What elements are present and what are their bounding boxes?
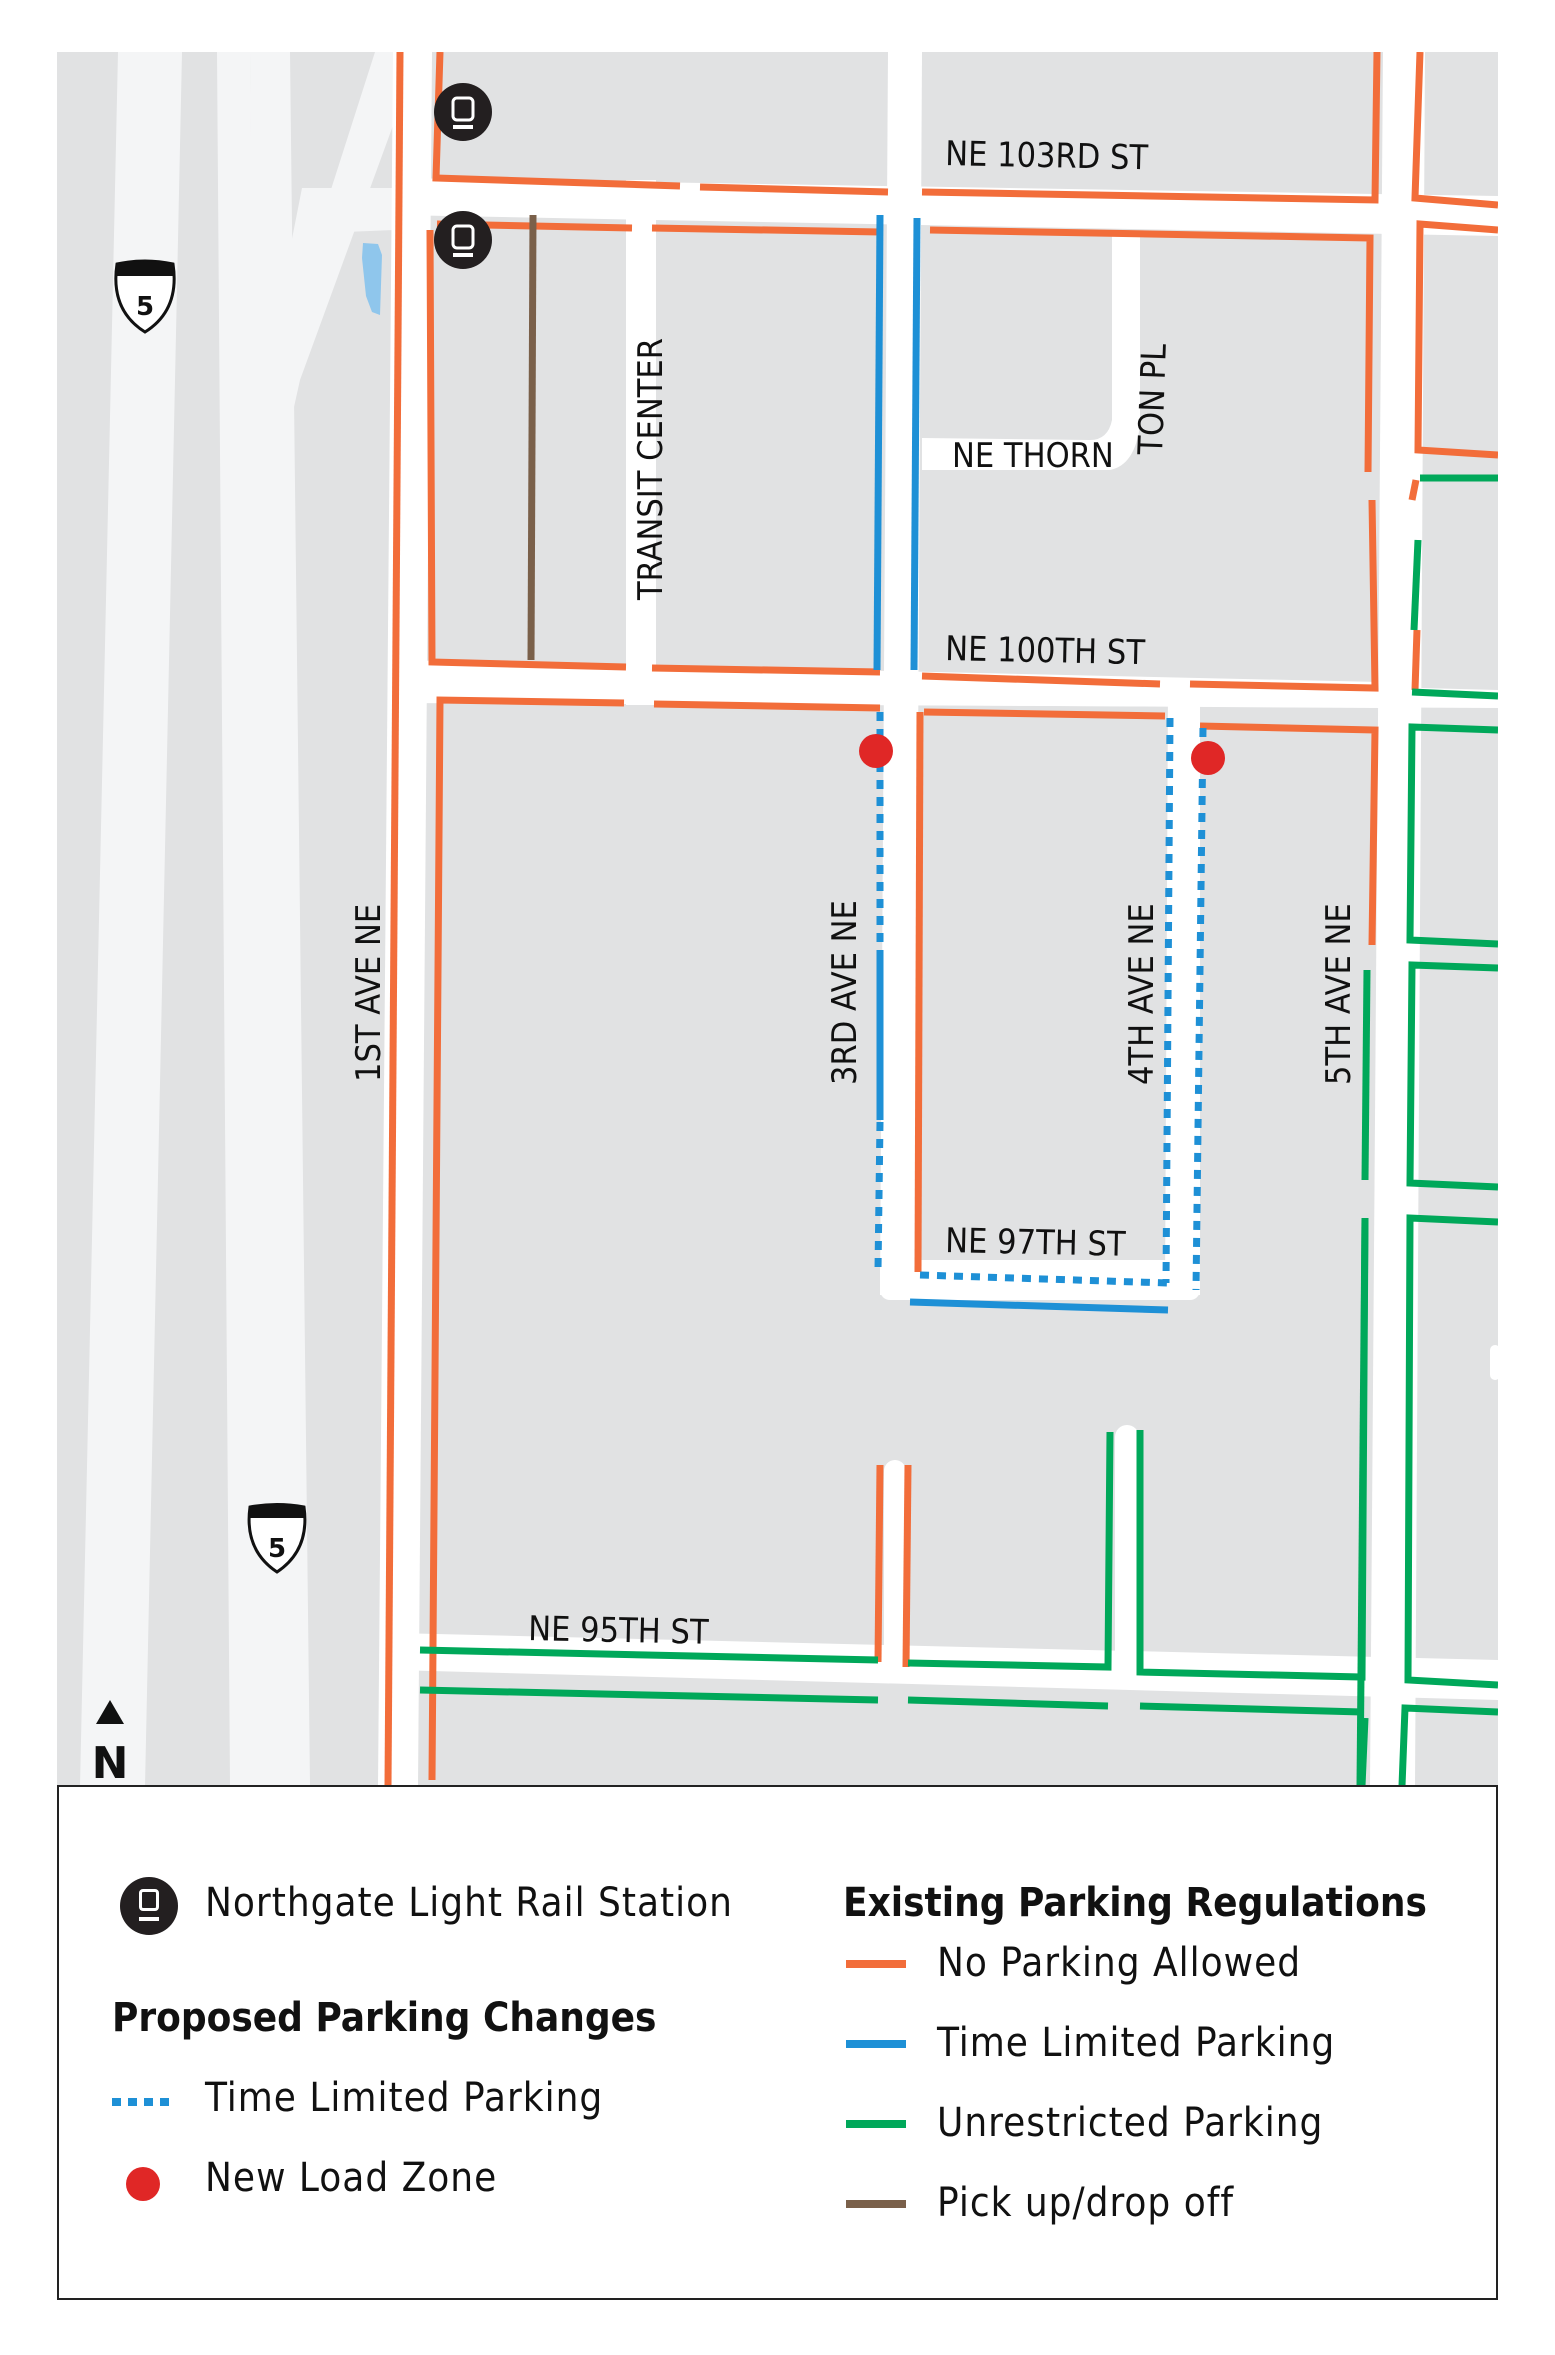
light-rail-station-marker: [434, 83, 492, 141]
label-ne-100th-st: NE 100TH ST: [945, 629, 1146, 673]
unrestricted-lines: [419, 474, 1498, 1786]
label-ne-95th-st: NE 95TH ST: [528, 1609, 709, 1653]
svg-text:5: 5: [268, 1534, 286, 1564]
interstate-5-shield: 5: [247, 1503, 307, 1574]
legend-time-limited: Time Limited Parking: [937, 2020, 1336, 2066]
label-ne-thornton-pl: NE THORN: [952, 436, 1114, 476]
svg-text:5: 5: [136, 292, 154, 322]
load-zone-marker: [1191, 741, 1225, 775]
pickup-dropoff-line: [527, 214, 537, 661]
label-ne-97th-st: NE 97TH ST: [945, 1221, 1126, 1265]
orange-line-icon: [846, 1960, 906, 1968]
north-arrow-icon: [96, 1700, 124, 1724]
label-3rd-ave-ne: 3RD AVE NE: [825, 900, 865, 1085]
interstate-5-shield: 5: [114, 259, 176, 334]
blue-line-icon: [846, 2040, 906, 2048]
legend-proposed-time-limited: Time Limited Parking: [205, 2075, 604, 2121]
load-zone-marker: [859, 734, 893, 768]
streets: [378, 52, 1498, 1786]
label-transit-center: TRANSIT CENTER: [631, 338, 671, 601]
time-limited-lines: [873, 214, 1169, 1314]
legend-unrestricted: Unrestricted Parking: [937, 2100, 1324, 2146]
label-ne-103rd-st: NE 103RD ST: [945, 134, 1149, 178]
parking-map[interactable]: 5 5 NE 103RD ST NE 100TH ST NE 97TH ST N…: [57, 52, 1498, 1786]
legend-pickup-dropoff: Pick up/drop off: [937, 2180, 1235, 2226]
water-body: [362, 243, 382, 315]
light-rail-station-marker: [434, 211, 492, 269]
freeway-lane: [80, 52, 182, 1786]
legend-existing-heading: Existing Parking Regulations: [843, 1880, 1427, 1926]
legend-station-label: Northgate Light Rail Station: [205, 1880, 733, 1926]
map-legend-divider: [57, 1785, 1498, 1787]
label-4th-ave-ne: 4TH AVE NE: [1122, 903, 1162, 1085]
brown-line-icon: [846, 2200, 906, 2208]
legend-new-load-zone: New Load Zone: [205, 2155, 498, 2201]
label-5th-ave-ne: 5TH AVE NE: [1319, 903, 1359, 1085]
legend-no-parking: No Parking Allowed: [937, 1940, 1302, 1986]
red-dot-icon: [126, 2167, 160, 2201]
svg-text:N: N: [92, 1738, 129, 1786]
light-rail-station-icon: [120, 1877, 178, 1935]
label-1st-ave-ne: 1ST AVE NE: [349, 904, 389, 1082]
label-ne-thornton-pl-2: TON PL: [1131, 343, 1175, 456]
green-line-icon: [846, 2120, 906, 2128]
dotted-blue-line-icon: [112, 2098, 172, 2106]
legend-proposed-heading: Proposed Parking Changes: [112, 1995, 657, 2041]
no-parking-lines: [384, 52, 1498, 1786]
north-arrow: N: [92, 1700, 129, 1786]
